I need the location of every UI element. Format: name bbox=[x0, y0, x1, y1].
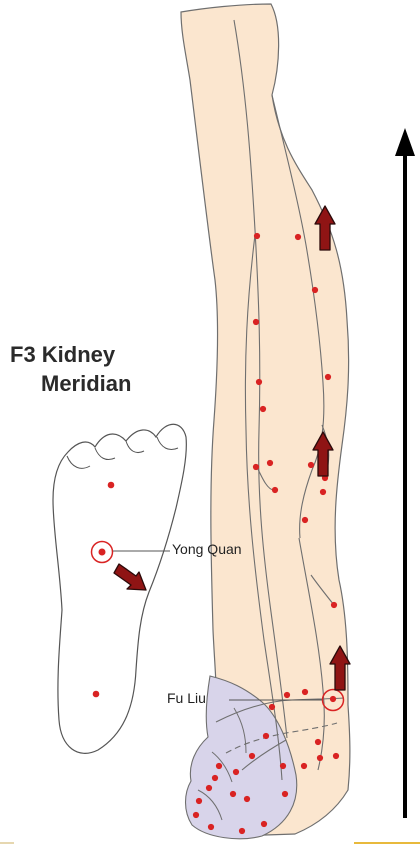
acupuncture-point[interactable] bbox=[280, 763, 286, 769]
acupuncture-point[interactable] bbox=[261, 821, 267, 827]
acupuncture-point[interactable] bbox=[193, 812, 199, 818]
bottom-accent-left bbox=[0, 842, 14, 844]
acupuncture-point[interactable] bbox=[320, 489, 326, 495]
acupuncture-point[interactable] bbox=[317, 755, 323, 761]
acupuncture-point[interactable] bbox=[253, 464, 259, 470]
acupuncture-point[interactable] bbox=[272, 487, 278, 493]
acupuncture-point[interactable] bbox=[108, 482, 115, 489]
acupuncture-point[interactable] bbox=[284, 692, 290, 698]
title-line-1: F3 Kidney bbox=[10, 340, 131, 369]
acupuncture-point[interactable] bbox=[282, 791, 288, 797]
acupuncture-point[interactable] bbox=[330, 696, 336, 702]
acupuncture-point[interactable] bbox=[239, 828, 245, 834]
acupuncture-point[interactable] bbox=[216, 763, 222, 769]
leg bbox=[181, 4, 350, 839]
acupuncture-point[interactable] bbox=[312, 287, 318, 293]
fu-liu-label: Fu Liu bbox=[167, 690, 206, 706]
acupuncture-point[interactable] bbox=[196, 798, 202, 804]
acupuncture-point[interactable] bbox=[212, 775, 218, 781]
acupuncture-point[interactable] bbox=[333, 753, 339, 759]
acupuncture-point[interactable] bbox=[301, 763, 307, 769]
acupuncture-point[interactable] bbox=[308, 462, 314, 468]
acupuncture-point[interactable] bbox=[206, 785, 212, 791]
title-line-2: Meridian bbox=[10, 369, 131, 398]
acupuncture-point[interactable] bbox=[260, 406, 266, 412]
acupuncture-point[interactable] bbox=[208, 824, 214, 830]
acupuncture-point[interactable] bbox=[315, 739, 321, 745]
acupuncture-point[interactable] bbox=[249, 753, 255, 759]
acupuncture-point[interactable] bbox=[302, 689, 308, 695]
acupuncture-point[interactable] bbox=[295, 234, 301, 240]
direction-arrow-head bbox=[395, 128, 415, 156]
acupuncture-point[interactable] bbox=[256, 379, 262, 385]
diagram-title: F3 Kidney Meridian bbox=[10, 340, 131, 398]
acupuncture-point[interactable] bbox=[230, 791, 236, 797]
acupuncture-point[interactable] bbox=[269, 704, 275, 710]
acupuncture-point[interactable] bbox=[233, 769, 239, 775]
yong-quan-point[interactable] bbox=[99, 549, 106, 556]
acupuncture-point[interactable] bbox=[93, 691, 100, 698]
vertical-flow-arrow bbox=[395, 128, 415, 818]
acupuncture-point[interactable] bbox=[244, 796, 250, 802]
yong-quan-label: Yong Quan bbox=[172, 541, 242, 557]
acupuncture-point[interactable] bbox=[267, 460, 273, 466]
acupuncture-point[interactable] bbox=[325, 374, 331, 380]
acupuncture-point[interactable] bbox=[254, 233, 260, 239]
acupuncture-point[interactable] bbox=[253, 319, 259, 325]
acupuncture-point[interactable] bbox=[331, 602, 337, 608]
bottom-accent-right bbox=[354, 842, 420, 844]
acupuncture-point[interactable] bbox=[263, 733, 269, 739]
acupuncture-point[interactable] bbox=[302, 517, 308, 523]
